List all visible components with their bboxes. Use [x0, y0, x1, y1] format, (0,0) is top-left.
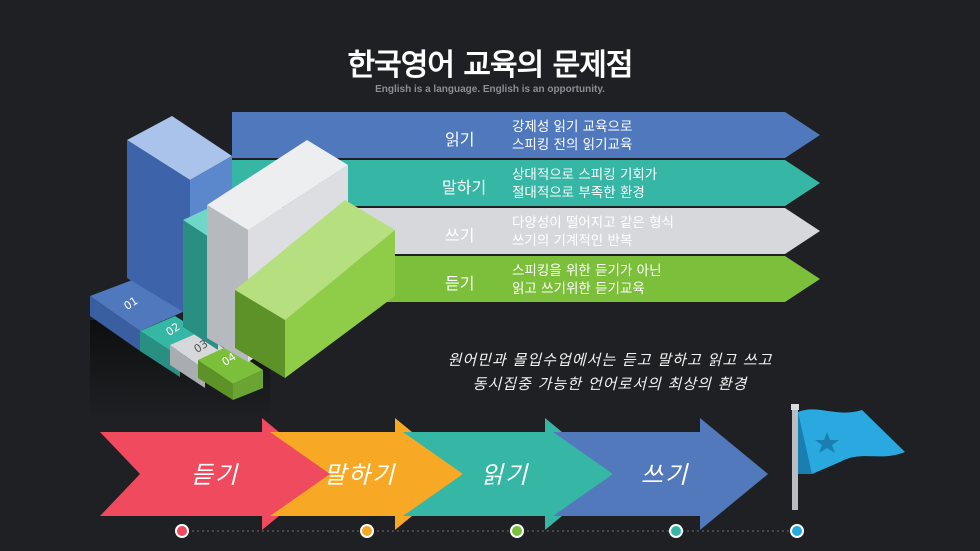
- band-label-listening: 듣기: [445, 274, 475, 293]
- step-label-speaking: 말하기: [323, 461, 397, 489]
- step-arrow-writing: [553, 418, 768, 530]
- flag-icon: [798, 409, 905, 474]
- note-line-1: 원어민과 몰입수업에서는 듣고 말하고 읽고 쓰고: [447, 351, 773, 369]
- band-arrow-reading: [232, 112, 820, 158]
- band-label-speaking: 말하기: [442, 178, 487, 197]
- step-label-writing: 쓰기: [640, 461, 690, 489]
- step-arrow-speaking: [270, 418, 463, 530]
- band-desc-reading-2: 스피킹 전의 읽기교육: [512, 137, 633, 153]
- timeline-dot-4: [671, 526, 681, 536]
- flag-pole: [792, 406, 798, 510]
- timeline-dot-1: [177, 526, 187, 536]
- timeline-dot-5: [792, 526, 802, 536]
- note-line-2: 동시집중 가능한 언어로서의 최상의 환경: [472, 375, 748, 393]
- band-desc-reading-1: 강제성 읽기 교육으로: [512, 119, 633, 135]
- step-label-listening: 듣기: [190, 461, 240, 489]
- page-subtitle: English is a language. English is an opp…: [375, 84, 605, 95]
- step-label-reading: 읽기: [480, 461, 530, 489]
- immersion-note: 원어민과 몰입수업에서는 듣고 말하고 읽고 쓰고 동시집중 가능한 언어로서의…: [340, 348, 880, 396]
- band-desc-listening-2: 읽고 쓰기위한 듣기교육: [512, 281, 645, 297]
- step-arrow-reading: [403, 418, 613, 530]
- step-arrow-listening: [100, 418, 330, 530]
- timeline-dot-3: [512, 526, 522, 536]
- band-desc-speaking-2: 절대적으로 부족한 환경: [512, 185, 645, 201]
- band-label-writing: 쓰기: [445, 226, 475, 245]
- band-desc-writing-1: 다양성이 떨어지고 같은 형식: [512, 215, 674, 231]
- band-desc-speaking-1: 상대적으로 스피킹 기회가: [512, 167, 658, 183]
- page-title: 한국영어 교육의 문제점: [347, 48, 634, 83]
- timeline-dot-2: [362, 526, 372, 536]
- band-desc-listening-1: 스피킹을 위한 듣기가 아닌: [512, 263, 662, 279]
- band-desc-writing-2: 쓰기의 기계적인 반복: [512, 233, 633, 249]
- band-label-reading: 읽기: [445, 130, 475, 149]
- band-arrow-speaking: [232, 160, 820, 206]
- star-icon: [815, 432, 839, 453]
